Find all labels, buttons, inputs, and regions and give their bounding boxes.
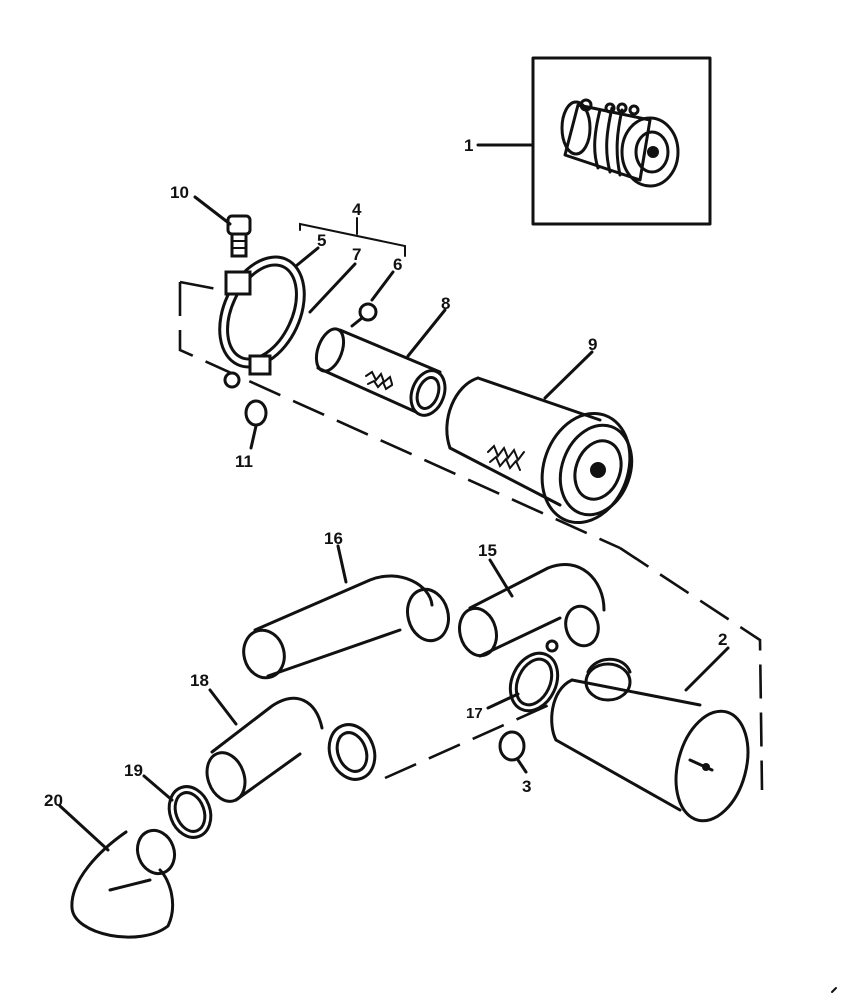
callout-16: 16 (324, 529, 343, 548)
part-20-elbow (58, 804, 177, 939)
part-1-assembly (560, 98, 680, 188)
callout-bracket-4 (294, 217, 406, 314)
callout-7: 7 (352, 245, 361, 264)
callout-labels: 1 2 3 4 5 6 7 8 9 10 11 15 16 17 18 19 2… (44, 136, 727, 810)
clamp-band (218, 255, 306, 450)
part-15-elbow-hose (458, 558, 606, 658)
callout-1: 1 (464, 136, 473, 155)
corner-mark (831, 987, 837, 993)
callout-15: 15 (478, 541, 497, 560)
callout-17: 17 (466, 705, 483, 722)
part-16-elbow-hose (242, 544, 450, 680)
part-18-elbow-hose (205, 688, 377, 803)
assembly-axis-lines (178, 280, 764, 791)
callout-19: 19 (124, 761, 143, 780)
callout-3: 3 (522, 777, 531, 796)
callout-6: 6 (393, 255, 402, 274)
callout-8: 8 (441, 294, 450, 313)
callout-11: 11 (235, 452, 253, 471)
part-3-cap (498, 730, 528, 774)
callout-10: 10 (170, 183, 189, 202)
part-2-housing (550, 646, 750, 823)
part-10-bolt (193, 195, 252, 258)
part-8-inner-filter (314, 308, 447, 417)
part-6-screw (350, 302, 378, 328)
callout-9: 9 (588, 335, 597, 354)
callout-20: 20 (44, 791, 63, 810)
inset-part-1 (476, 56, 712, 226)
part-17-clamp-ring (486, 639, 560, 713)
part-19-ring (142, 774, 213, 839)
callout-4: 4 (352, 200, 362, 219)
callout-18: 18 (190, 671, 209, 690)
callout-5: 5 (317, 231, 326, 250)
part-9-outer-filter (445, 350, 634, 525)
callout-2: 2 (718, 630, 727, 649)
